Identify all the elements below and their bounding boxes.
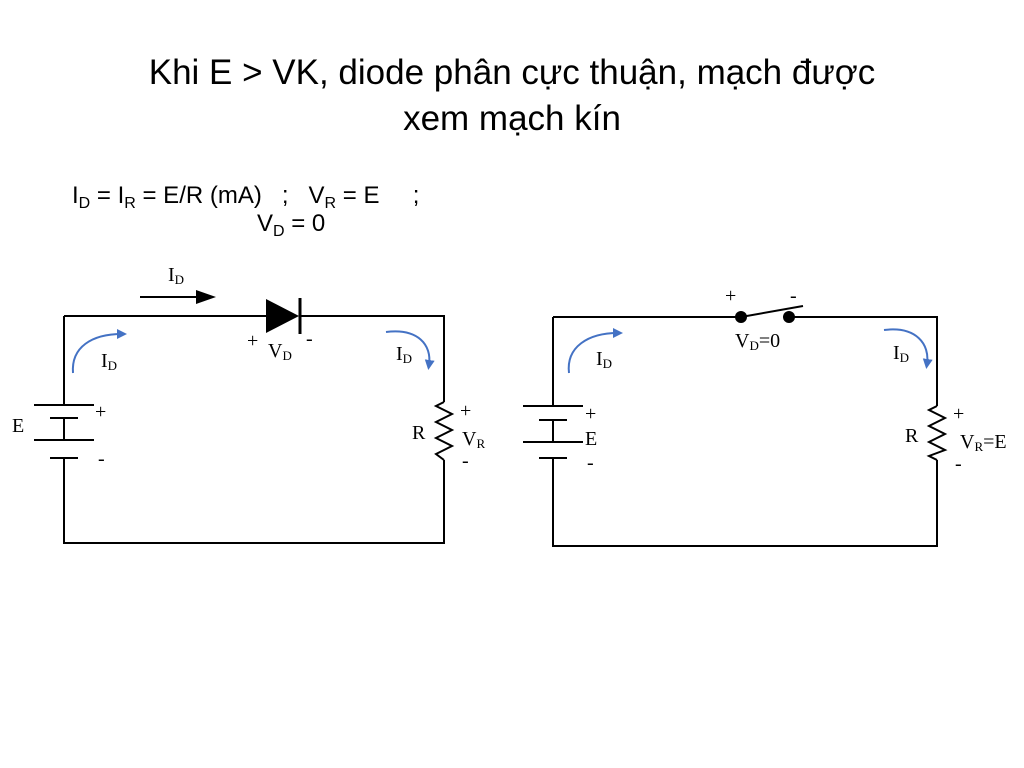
right-loop-current-subscript: D [602, 356, 613, 371]
left-resistor-voltage-symbol: V [462, 428, 477, 450]
left-diode-symbol [266, 298, 302, 334]
right-loop-current-symbol: I [596, 348, 603, 370]
right-circuit [523, 305, 948, 547]
switch-voltage-label: VD=0 [735, 330, 780, 352]
switch-plus-sign: + [725, 285, 737, 307]
diode-voltage-label: VD [268, 340, 292, 362]
left-resistor-current-symbol: I [396, 343, 403, 365]
title-line-2: xem mạch kín [403, 99, 621, 138]
formula-vr-symbol: V [308, 182, 325, 209]
left-battery-label: E [12, 415, 25, 437]
right-resistor-symbol [926, 405, 948, 461]
left-circuit [34, 290, 455, 544]
switch-voltage-symbol: V [735, 330, 750, 352]
left-loop-current-subscript: D [107, 358, 118, 373]
left-resistor-plus-sign: + [460, 400, 472, 422]
title-line-1: Khi E > VK, diode phân cực thuận, mạch đ… [148, 53, 876, 92]
right-resistor-current-subscript: D [899, 350, 910, 365]
vd-formula: VD = 0 [257, 210, 326, 240]
left-resistor-label: R [412, 422, 426, 444]
formula-ir-subscript: R [124, 195, 136, 212]
right-resistor-current-arrow [883, 328, 933, 369]
right-resistor-voltage-subscript: R [974, 439, 984, 454]
right-resistor-voltage-symbol: V [960, 431, 975, 453]
right-battery-minus-sign: - [587, 452, 594, 474]
right-loop-current-label: ID [596, 348, 612, 370]
left-resistor-current-label: ID [396, 343, 412, 365]
formula-vd-symbol: V [257, 210, 274, 237]
current-formula: ID = IR = E/R (mA) ; VR = E ; [72, 182, 420, 212]
left-loop-current-label: ID [101, 350, 117, 372]
right-battery-symbol [523, 405, 583, 459]
left-loop-current-symbol: I [101, 350, 108, 372]
formula-vr-subscript: R [324, 195, 337, 212]
left-resistor-minus-sign: - [462, 450, 469, 472]
right-resistor-current-symbol: I [893, 342, 900, 364]
right-resistor-plus-sign: + [953, 403, 965, 425]
left-battery-minus-sign: - [98, 448, 105, 470]
right-battery-plus-sign: + [585, 403, 597, 425]
formula-equals-1: = [90, 182, 118, 209]
diode-plus-sign: + [247, 330, 259, 352]
formula-ir-symbol: I [117, 182, 125, 209]
left-resistor-current-arrow [385, 330, 435, 370]
diode-minus-sign: - [306, 328, 313, 350]
diode-voltage-subscript: D [282, 348, 292, 363]
left-top-current-subscript: D [174, 272, 185, 287]
left-current-direction-arrow [140, 290, 216, 304]
right-resistor-label: R [905, 425, 919, 447]
right-loop-current-arrow [567, 328, 623, 374]
switch-minus-sign: - [790, 285, 797, 307]
formula-vr-value: = E ; [336, 182, 420, 209]
left-resistor-symbol [433, 401, 455, 461]
formula-vd-subscript: D [273, 223, 285, 240]
formula-id-subscript: D [78, 195, 91, 212]
switch-voltage-subscript: D [749, 338, 759, 353]
closed-switch-symbol [735, 305, 804, 323]
left-top-current-symbol: I [168, 264, 175, 286]
slide-title: Khi E > VK, diode phân cực thuận, mạch đ… [60, 50, 964, 142]
formula-ohm-law: = E/R (mA) ; [135, 182, 309, 209]
left-resistor-current-subscript: D [402, 351, 413, 366]
left-resistor-voltage-label: VR [462, 428, 485, 450]
left-top-current-label: ID [168, 264, 184, 286]
left-resistor-voltage-subscript: R [476, 436, 486, 451]
formula-vd-value: = 0 [284, 210, 326, 237]
formula-id-symbol: I [72, 182, 79, 209]
right-resistor-voltage-label: VR=E [960, 431, 1007, 453]
left-battery-plus-sign: + [95, 401, 107, 423]
diode-voltage-symbol: V [268, 340, 283, 362]
right-battery-label: E [585, 428, 598, 450]
right-resistor-minus-sign: - [955, 453, 962, 475]
right-circuit-wire [552, 316, 938, 547]
left-loop-current-arrow [71, 329, 127, 374]
switch-voltage-value: =0 [758, 330, 781, 352]
right-resistor-current-label: ID [893, 342, 909, 364]
left-circuit-wire [63, 315, 445, 544]
left-battery-symbol [34, 404, 94, 459]
right-resistor-voltage-value: =E [983, 431, 1007, 453]
